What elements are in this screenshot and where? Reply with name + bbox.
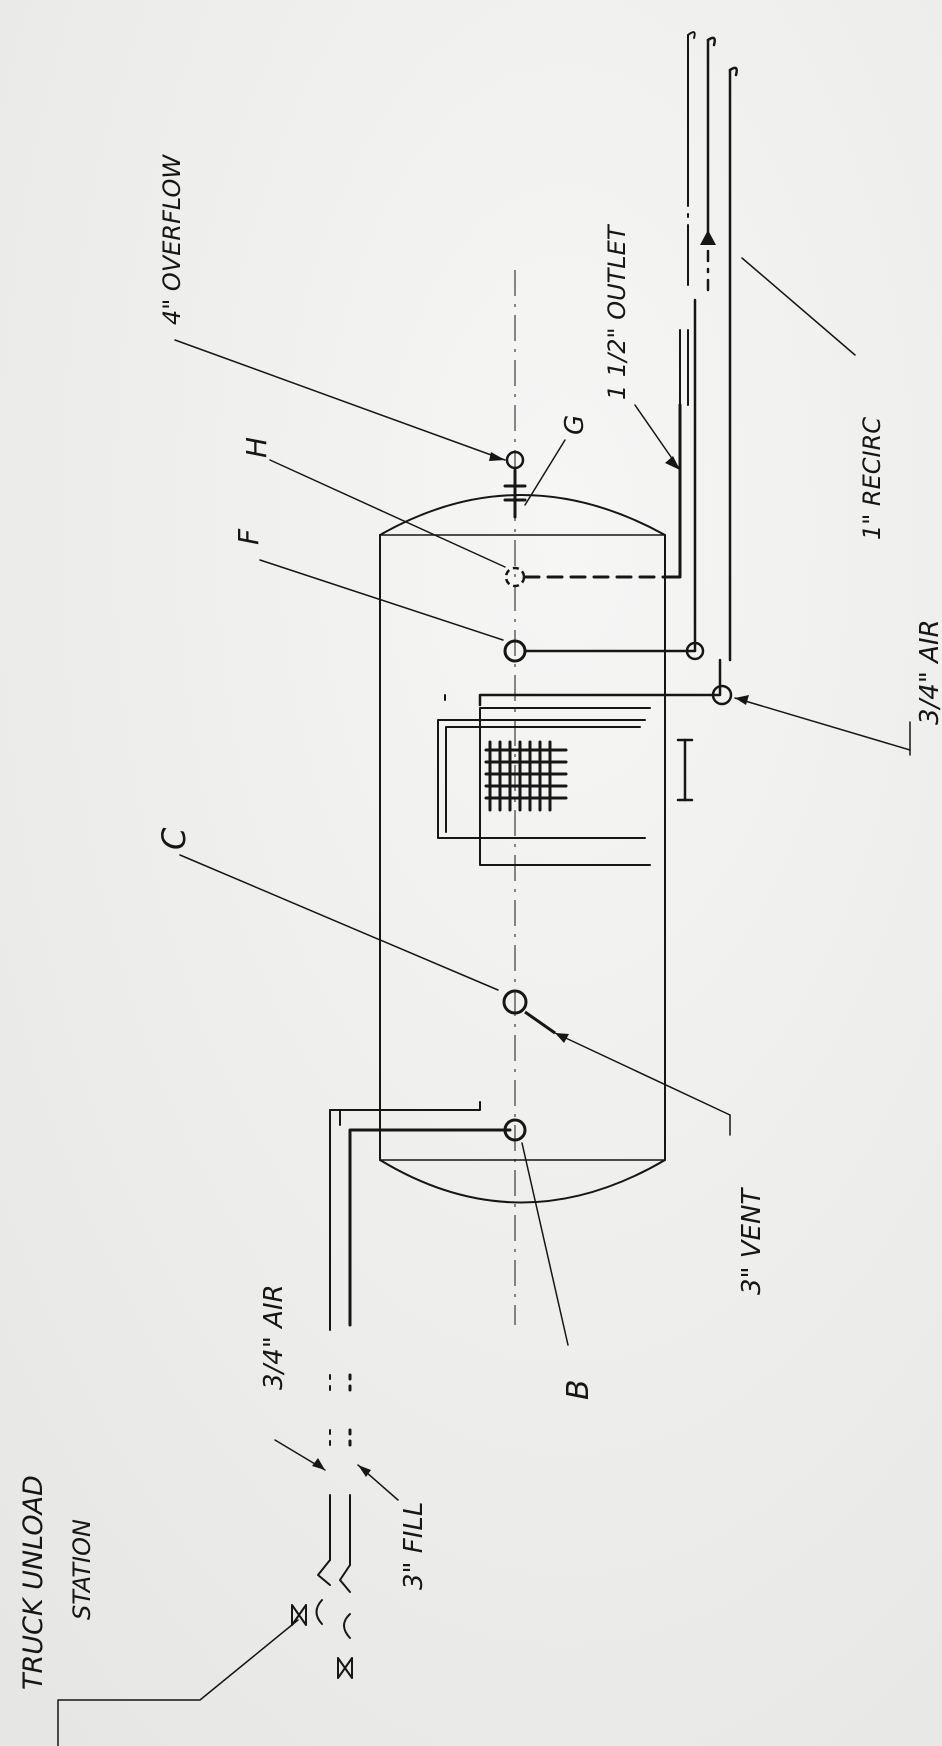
leader-lines [57, 257, 911, 1746]
nozzle-c-vent [502, 989, 528, 1015]
label-recirc: 1" RECIRC [858, 417, 886, 540]
heater-element [437, 694, 651, 866]
fill-line [348, 1128, 512, 1566]
fill-side-air-line [329, 1101, 481, 1561]
label-air-outlet-side: 3/4" AIR [915, 619, 942, 725]
heater-bracket [676, 738, 694, 802]
nozzle-b [503, 1118, 527, 1142]
heater-grid [484, 740, 568, 812]
label-truck-unload: TRUCK UNLOAD [18, 1475, 49, 1690]
label-h: H [240, 437, 273, 458]
storage-tank [379, 494, 666, 1204]
overflow-flange [503, 468, 527, 519]
vent-pipe-stub [524, 1010, 556, 1035]
nozzle-g-overflow [505, 450, 525, 470]
label-f: F [232, 528, 265, 545]
air-line-outlet-side [478, 66, 738, 707]
label-fill: 3" FILL [399, 1502, 429, 1590]
outlet-line-1-5in [679, 31, 696, 406]
label-c: C [155, 827, 193, 850]
label-b: B [561, 1379, 596, 1400]
leader-arrowheads [312, 230, 749, 1477]
label-outlet: 1 1/2" OUTLET [603, 223, 631, 400]
outlet-dip-tube [523, 403, 682, 579]
label-air-fill-side: 3/4" AIR [259, 1284, 289, 1390]
label-overflow: 4" OVERFLOW [158, 154, 186, 325]
label-g: G [560, 415, 590, 435]
label-vent: 3" VENT [737, 1187, 767, 1295]
label-station: STATION [68, 1519, 96, 1620]
truck-unload-valves [291, 1559, 353, 1679]
